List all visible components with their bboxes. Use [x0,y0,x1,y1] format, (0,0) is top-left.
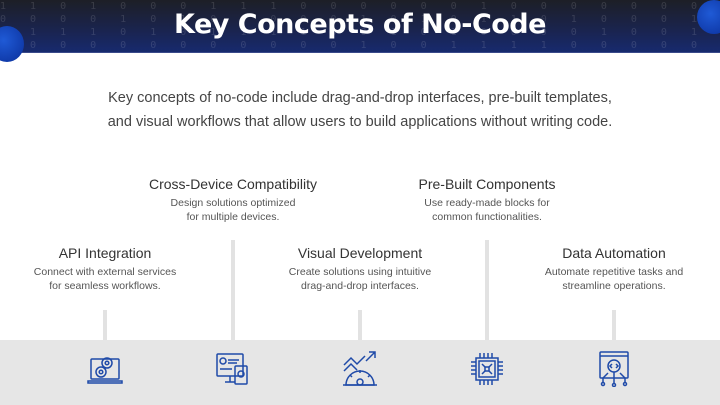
concept-title: Data Automation [562,245,666,261]
connector-line [103,310,107,342]
concept-desc: Use ready-made blocks for [424,197,550,209]
concept-api-integration: API Integration Connect with external se… [0,245,225,293]
growth-gear-icon [343,351,377,386]
concept-desc: for multiple devices. [186,210,280,223]
concept-desc: Design solutions optimized [170,197,296,209]
concept-pre-built: Pre-Built Components Use ready-made bloc… [367,176,607,224]
concept-desc: Connect with external services [33,266,177,278]
binary-background: 1 1 0 1 0 0 0 1 1 1 0 0 0 0 0 0 1 0 0 0 … [0,1,706,51]
concept-visual-development: Visual Development Create solutions usin… [240,245,480,293]
decorative-circle-right [697,0,720,34]
connector-line [231,240,235,342]
concept-desc: streamline operations. [562,279,666,292]
header-banner: 1 1 0 1 0 0 0 1 1 1 0 0 0 0 0 0 1 0 0 0 … [0,0,720,53]
concept-title: Pre-Built Components [418,176,556,192]
concept-desc: Automate repetitive tasks and [544,266,684,278]
concept-desc: drag-and-drop interfaces. [301,279,419,292]
concept-title: Cross-Device Compatibility [148,176,318,192]
connector-line [485,240,489,342]
intro-paragraph: Key concepts of no-code include drag-and… [60,86,660,134]
connector-line [612,310,616,342]
connector-line [358,310,362,342]
intro-line: and visual workflows that allow users to… [107,114,613,130]
concept-desc: Create solutions using intuitive [288,266,432,278]
concept-desc: for seamless workflows. [49,279,161,292]
chip-icon [471,353,503,385]
concept-desc: common functionalities. [432,210,542,223]
concept-title: API Integration [58,245,152,261]
intro-line: Key concepts of no-code include drag-and… [108,90,612,106]
concept-cross-device: Cross-Device Compatibility Design soluti… [113,176,353,224]
concept-data-automation: Data Automation Automate repetitive task… [494,245,720,293]
laptop-gears-icon [87,357,123,384]
monitor-phone-icon [216,353,248,385]
page-title: Key Concepts of No-Code [174,9,546,40]
concept-title: Visual Development [297,245,423,261]
code-bot-icon [599,351,629,387]
